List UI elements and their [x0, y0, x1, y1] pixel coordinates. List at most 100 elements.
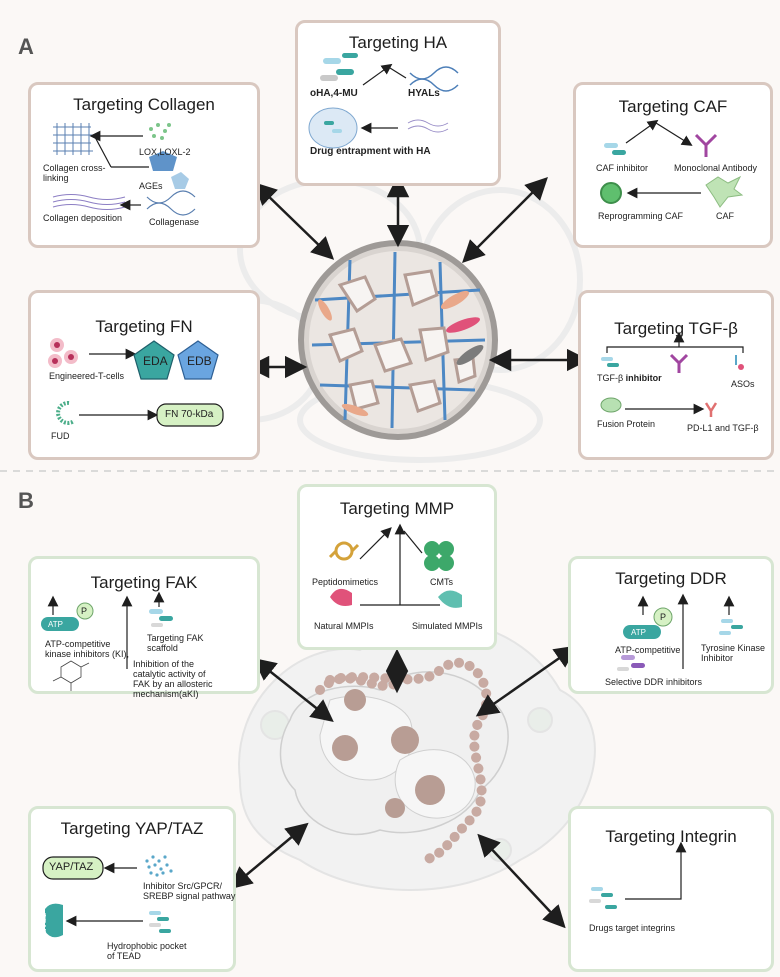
- natural-mmpi-icon: [330, 588, 352, 606]
- caf-inhibitor-icon: [604, 143, 626, 155]
- hyals-label: HYALs: [408, 88, 440, 99]
- tgf-inhibitor-label: TGF-β inhibitor: [597, 373, 662, 383]
- ha-icons: [308, 53, 459, 149]
- tgf-box: Targeting TGF-β TGF-β inhibitor ASOs Fus…: [578, 290, 774, 460]
- fak-p-label: P: [81, 606, 88, 616]
- ddr-selective-label: Selective DDR inhibitors: [605, 677, 703, 687]
- caf-cell-icon: [705, 175, 744, 208]
- edb-label: EDB: [187, 354, 212, 368]
- collagen-icons: [52, 123, 196, 216]
- simulated-mmpi-icon: [438, 590, 462, 608]
- fak-atp-label: ATP: [48, 620, 63, 629]
- ha-title: Targeting HA: [348, 33, 448, 52]
- caf-icons: [600, 119, 744, 208]
- simulated-label: Simulated MMPIs: [412, 621, 483, 631]
- ddr-p-icon: [653, 607, 673, 627]
- fn70-label: FN 70-kDa: [165, 409, 214, 420]
- entrap-label: Drug entrapment with HA: [310, 146, 431, 157]
- cell-cluster-b: [279, 657, 509, 865]
- cmts-label: CMTs: [430, 577, 453, 587]
- fak-aki-label: Inhibition of the catalytic activity of …: [133, 659, 213, 699]
- integrin-icons: [589, 841, 687, 909]
- lox-dots-icon: [149, 123, 171, 140]
- tead-label: TEAD: [38, 913, 47, 935]
- tcells-label: Engineered-T-cells: [49, 371, 125, 381]
- yaptaz-label: YAP/TAZ: [49, 861, 94, 873]
- eda-icon: [133, 340, 175, 380]
- eda-label: EDA: [143, 354, 168, 368]
- collagen-deposition-label: Collagen deposition: [43, 213, 123, 223]
- natural-label: Natural MMPIs: [314, 621, 374, 631]
- caf-inhibitor-label: CAF inhibitor: [596, 163, 649, 173]
- fusion-protein-icon: [600, 397, 622, 413]
- tcell-icon: [48, 338, 78, 368]
- asos-label: ASOs: [731, 379, 755, 389]
- ddr-tki-label: Tyrosine Kinase Inhibitor: [701, 643, 766, 663]
- fud-label: FUD: [51, 431, 70, 441]
- fn-title: Targeting FN: [95, 317, 193, 336]
- reprog-label: Reprogramming CAF: [598, 211, 684, 221]
- yap-box: Targeting YAP/TAZ YAP/TAZ Inhibitor Src/…: [28, 806, 236, 972]
- fak-icons: [41, 591, 173, 691]
- cmts-icon: [424, 541, 454, 571]
- ages-icon: [149, 151, 189, 189]
- fud-icon: [56, 400, 76, 425]
- fn70-icon: [156, 403, 224, 427]
- ddr-icons: [617, 593, 743, 671]
- integrin-box: Targeting Integrin Drugs target integrin…: [568, 806, 774, 972]
- panel-label-a: A: [18, 34, 34, 59]
- tgf-inhibitor-label-a: TGF-β: [597, 373, 626, 383]
- dna-icon: [146, 190, 196, 216]
- tgf-inhibitor-icon: [601, 357, 619, 367]
- tki-icon: [719, 619, 743, 635]
- tumor-dish-a: [298, 240, 498, 440]
- ddr-box: Targeting DDR ATP P ATP-competitive Tyro…: [568, 556, 774, 694]
- yaptaz-icon: [42, 856, 104, 880]
- edb-icon: [177, 340, 219, 380]
- reprog-cell-icon: [600, 182, 622, 204]
- caf-label: CAF: [716, 211, 734, 221]
- mmp-title: Targeting MMP: [339, 499, 455, 518]
- caf-title: Targeting CAF: [618, 97, 728, 116]
- collagen-title: Targeting Collagen: [73, 95, 215, 114]
- ddr-atpcomp-label: ATP-competitive: [615, 645, 681, 655]
- arrows-b: [229, 645, 578, 929]
- fak-title: Targeting FAK: [90, 573, 198, 592]
- yap-title: Targeting YAP/TAZ: [60, 819, 204, 838]
- integrin-drug-icon: [589, 887, 617, 909]
- ddr-atp-icon: [623, 625, 661, 639]
- fak-scaffold-icon: [149, 591, 173, 627]
- integrin-title: Targeting Integrin: [605, 827, 737, 846]
- lox-label: LOX,LOXL-2: [139, 147, 191, 157]
- ages-label: AGEs: [139, 181, 163, 191]
- pdl1-icon: [704, 402, 718, 417]
- fak-p-icon: [76, 602, 94, 620]
- fak-ki-label: ATP-competitive kinase inhibitors (KI),: [45, 639, 130, 659]
- selective-ddr-icon: [617, 655, 645, 671]
- yap-inhib-label: Inhibitor Src/GPCR/ SREBP signal pathway: [143, 881, 236, 901]
- antibody-label: Monoclonal Antibody: [674, 163, 758, 173]
- tgf-title: Targeting TGF-β: [614, 319, 738, 338]
- yap-icons: [42, 855, 173, 938]
- fn-icons: [48, 338, 224, 427]
- ddr-title: Targeting DDR: [615, 569, 727, 588]
- capsule-icon: [320, 53, 358, 81]
- fusion-label: Fusion Protein: [597, 419, 656, 429]
- fak-atp-icon: [41, 617, 79, 631]
- mmp-box: Targeting MMP Peptidomimetics CMTs Natur…: [297, 484, 497, 650]
- hyals-dna-icon: [409, 66, 459, 92]
- integrin-drugs-label: Drugs target integrins: [589, 923, 676, 933]
- fak-box: Targeting FAK ATP P ATP-competitive kina…: [28, 556, 260, 699]
- ddr-atp-label: ATP: [631, 628, 646, 637]
- ddr-p-label: P: [660, 612, 667, 622]
- pdl1-label: PD-L1 and TGF-β: [687, 423, 759, 433]
- aso-icon: [735, 355, 744, 370]
- tgf-inhibitor-label-b: inhibitor: [625, 373, 662, 383]
- tgf-antibody-icon: [669, 353, 689, 373]
- collagen-crosslink-label: Collagen cross- linking: [43, 163, 106, 183]
- fak-scaffold-label: Targeting FAK scaffold: [147, 633, 204, 653]
- ha-chain-icon: [407, 119, 449, 133]
- caf-box: Targeting CAF CAF inhibitor Monoclonal A…: [573, 82, 773, 248]
